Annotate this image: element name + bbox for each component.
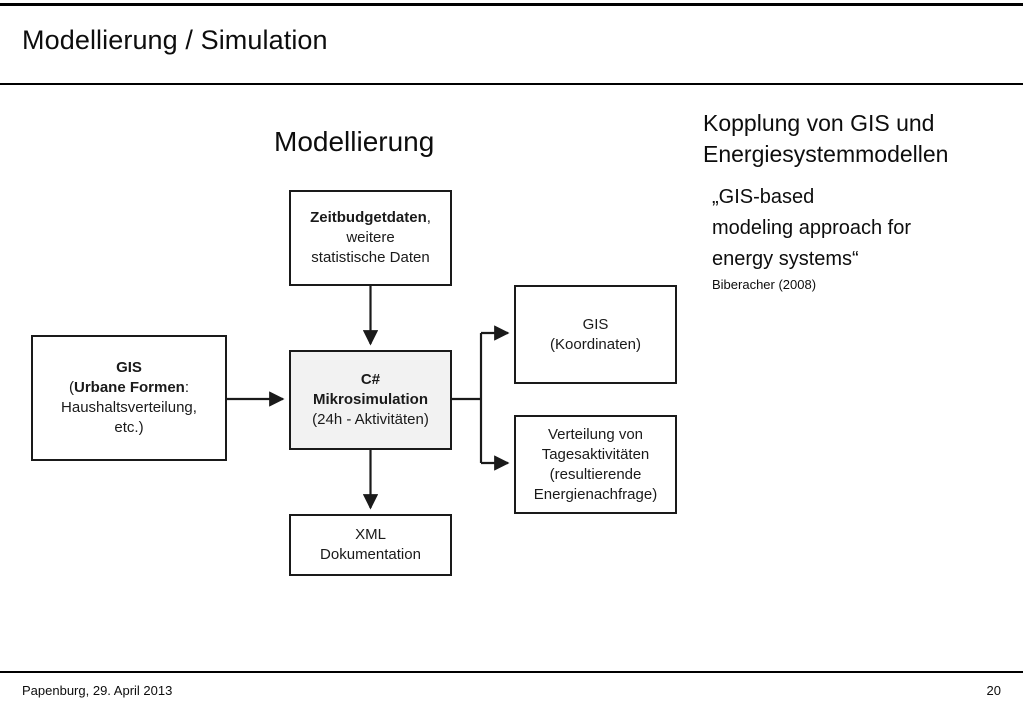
header-rule-top (0, 3, 1023, 6)
node-gis-urbane-formen-paren-open: ( (68, 379, 74, 396)
node-gis-urbane-formen-bold: Urbane Formen (73, 379, 185, 396)
footer-rule (0, 671, 1023, 673)
node-verteilung-line2: Tagesaktivitäten (541, 445, 650, 463)
node-zeitbudgetdaten-line2: weitere (346, 229, 395, 246)
node-verteilung-line4: Energienachfrage) (533, 485, 658, 503)
node-verteilung-line1: Verteilung von (547, 425, 644, 443)
right-column-heading-line2: Energiesystemmodellen (703, 141, 949, 167)
node-gis-urbane-formen-title: GIS (116, 359, 142, 376)
diagram-title: Modellierung (274, 126, 435, 157)
node-csharp-mikrosimulation: C# Mikrosimulation (24h - Aktivitäten) (289, 350, 452, 450)
node-gis-urbane-formen: GIS (Urbane Formen: Haushaltsverteilung,… (31, 335, 227, 461)
right-column-heading-line1: Kopplung von GIS und (703, 110, 935, 136)
node-gis-koordinaten-line2: (Koordinaten) (550, 335, 641, 353)
quote-line2: modeling approach for (712, 217, 912, 239)
node-csharp-line3: (24h - Aktivitäten) (312, 411, 429, 428)
modelling-diagram: Modellierung (31, 126, 677, 576)
node-csharp-line2: Mikrosimulation (312, 391, 428, 408)
footer-left-text: Papenburg, 29. April 2013 (22, 683, 173, 698)
node-zeitbudgetdaten-label-bold: Zeitbudgetdaten (310, 209, 427, 226)
node-zeitbudgetdaten-line3: statistische Daten (311, 249, 430, 266)
node-xml-dokumentation: XML Dokumentation (289, 514, 452, 576)
page-title: Modellierung / Simulation (22, 25, 328, 55)
node-csharp-line1: C# (360, 371, 381, 388)
node-gis-urbane-formen-colon: : (184, 379, 190, 396)
right-column: Kopplung von GIS und Energiesystemmodell… (703, 108, 1008, 293)
footer-page-number: 20 (986, 683, 1001, 698)
node-gis-urbane-formen-line4: etc.) (114, 419, 144, 436)
node-verteilung-line3: (resultierende (549, 465, 642, 483)
node-gis-koordinaten: GIS (Koordinaten) (514, 285, 677, 384)
quote-line3: energy systems“ (712, 248, 859, 270)
quote-citation: Biberacher (2008) (712, 277, 817, 292)
node-zeitbudgetdaten: Zeitbudgetdaten, weitere statistische Da… (289, 190, 452, 286)
right-column-heading: Kopplung von GIS und Energiesystemmodell… (703, 108, 1008, 170)
quote-line1: „GIS-based (712, 186, 815, 208)
node-zeitbudgetdaten-label-comma: , (426, 209, 431, 226)
node-gis-koordinaten-line1: GIS (582, 315, 609, 333)
header-rule-bottom (0, 83, 1023, 85)
node-verteilung-tagesaktivitaeten: Verteilung von Tagesaktivitäten (resulti… (514, 415, 677, 514)
quote-text: „GIS-based modeling approach for energy … (703, 182, 1008, 275)
node-xml-line2: Dokumentation (320, 546, 421, 563)
node-gis-urbane-formen-line3: Haushaltsverteilung, (61, 399, 197, 416)
node-xml-line1: XML (355, 526, 386, 543)
